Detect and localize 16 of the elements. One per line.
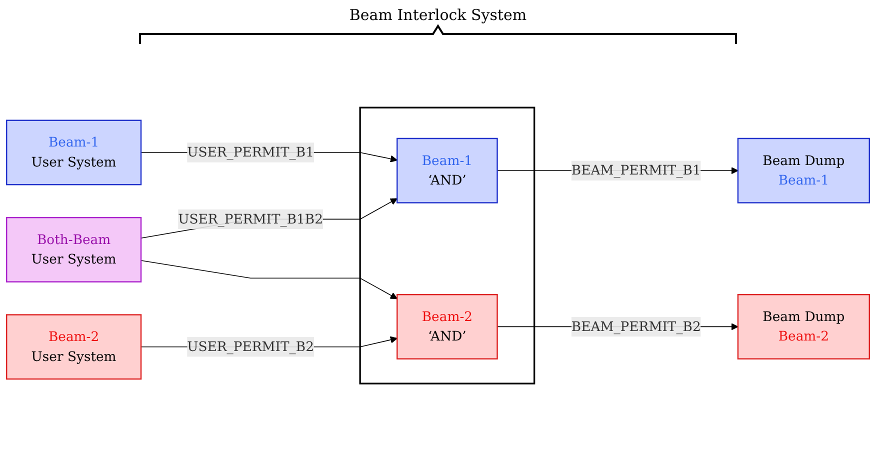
node-box: Both-Beam User System — [6, 217, 142, 283]
node-box: Beam-1 ‘AND’ — [396, 138, 498, 204]
edge-label: BEAM_PERMIT_B1 — [571, 162, 701, 178]
edge-label: USER_PERMIT_B1B2 — [178, 211, 324, 228]
arrow — [140, 260, 398, 300]
edge-label: USER_PERMIT_B1 — [187, 144, 314, 160]
diagram-title: Beam Interlock System — [348, 6, 528, 24]
node-box: Beam Dump Beam-2 — [737, 294, 870, 360]
node-box: Beam-1 User System — [6, 120, 142, 186]
node-box: Beam-2 User System — [6, 314, 142, 380]
edge-label: BEAM_PERMIT_B2 — [571, 318, 701, 335]
node-box: Beam Dump Beam-1 — [737, 138, 870, 204]
cluster — [359, 107, 536, 385]
node-box: Beam-2 ‘AND’ — [396, 294, 498, 360]
edge-label: USER_PERMIT_B2 — [187, 339, 314, 355]
arrow — [140, 198, 398, 239]
